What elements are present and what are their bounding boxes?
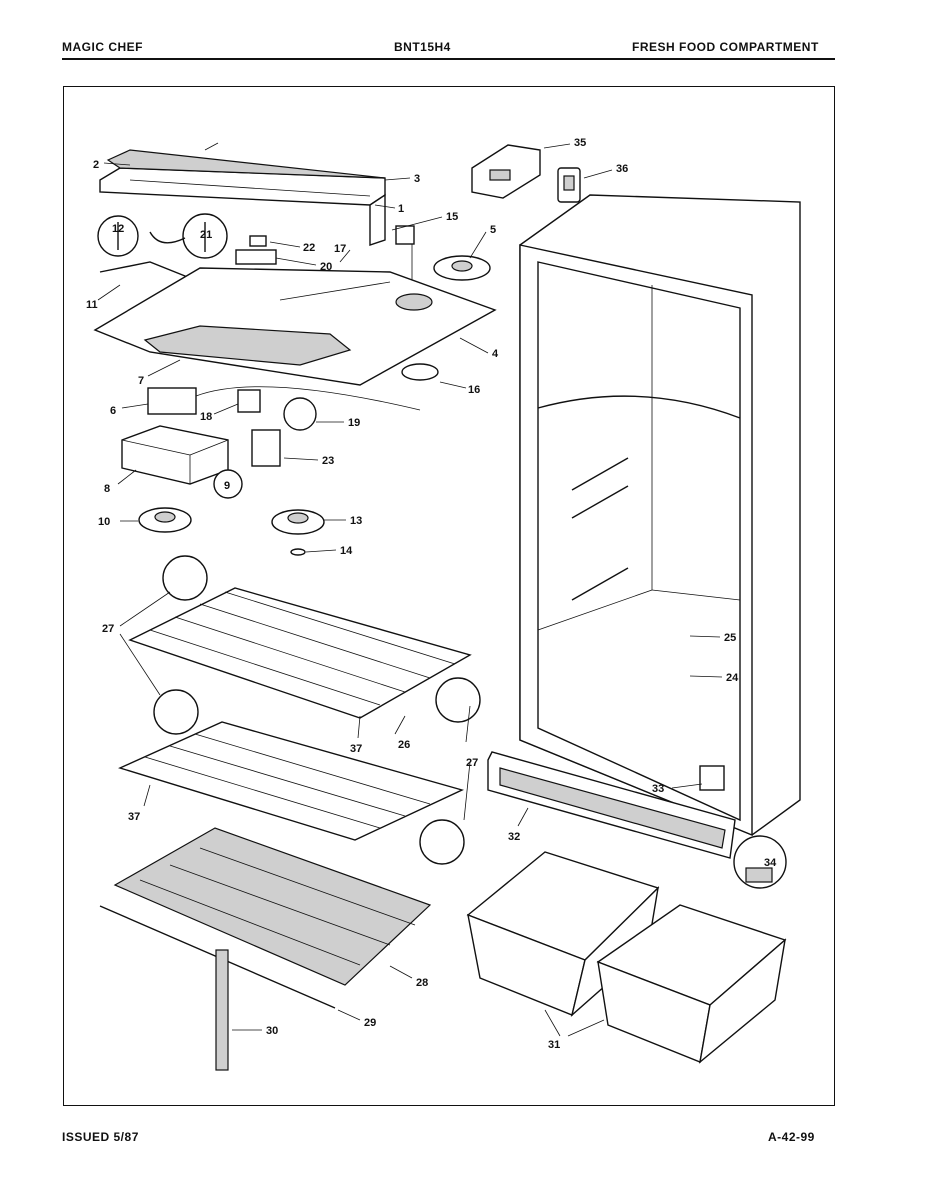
callout-28: 28: [416, 977, 428, 989]
callout-32: 32: [508, 831, 520, 843]
callout-7: 7: [138, 375, 144, 387]
clip-part-20: [235, 249, 277, 265]
cover-part-16: [401, 363, 439, 381]
callout-31: 31: [548, 1039, 560, 1051]
callout-33: 33: [652, 783, 664, 795]
socket-part-18: [237, 389, 261, 413]
callout-18: 18: [200, 411, 212, 423]
header-section: FRESH FOOD COMPARTMENT: [632, 40, 819, 54]
callout-35: 35: [574, 137, 586, 149]
clip-part-22: [249, 235, 267, 247]
callout-1: 1: [398, 203, 404, 215]
thermostat-part-6: [147, 387, 197, 415]
hinge-part-36: [557, 167, 581, 203]
callout-21: 21: [200, 229, 212, 241]
callout-14: 14: [340, 545, 353, 557]
callout-17: 17: [334, 243, 346, 255]
callout-16: 16: [468, 384, 480, 396]
callout-24: 24: [726, 672, 739, 684]
bracket-part-35: [471, 144, 541, 199]
bulb-part-19: [283, 397, 317, 431]
shelf-support-circle-2: [153, 689, 199, 735]
callout-22: 22: [303, 242, 315, 254]
callout-26: 26: [398, 739, 410, 751]
cabinet-liner: [519, 194, 801, 837]
callout-5: 5: [490, 224, 496, 236]
callout-34: 34: [764, 857, 777, 869]
wire-shelf-upper-part-26: [128, 587, 472, 719]
shelf-support-circle-1: [162, 555, 208, 601]
callout-13: 13: [350, 515, 362, 527]
crisper-drawer-right-part-31: [596, 904, 787, 1064]
wire-part-11: [99, 261, 201, 283]
header-brand: MAGIC CHEF: [62, 40, 143, 54]
callout-23: 23: [322, 455, 334, 467]
callout-30: 30: [266, 1025, 278, 1037]
callout-12: 12: [112, 223, 124, 235]
grille-part-32: [487, 751, 736, 859]
callout-27-right: 27: [466, 757, 478, 769]
wire-shelf-lower-part-37: [118, 721, 464, 841]
callout-25: 25: [724, 632, 736, 644]
callout-10: 10: [98, 516, 110, 528]
header-rule: [62, 58, 835, 60]
callout-36: 36: [616, 163, 628, 175]
callout-19: 19: [348, 417, 360, 429]
header-model: BNT15H4: [394, 40, 451, 54]
detail-circle-9: [213, 469, 243, 499]
callout-4: 4: [492, 348, 499, 360]
ceiling-plate-part-4: [93, 267, 497, 386]
callout-37-lower: 37: [128, 811, 140, 823]
callout-2: 2: [93, 159, 99, 171]
callout-6: 6: [110, 405, 116, 417]
shelf-support-circle-4: [419, 819, 465, 865]
drain-tube-part-30: [215, 949, 229, 1071]
switch-part-15: [395, 225, 415, 245]
callout-11: 11: [86, 299, 98, 311]
motor-part-23: [251, 429, 281, 467]
callout-15: 15: [446, 211, 458, 223]
footer-page-code: A-42-99: [768, 1130, 815, 1144]
clip-part-33: [699, 765, 725, 791]
washer-part-14: [290, 548, 306, 556]
shelf-support-circle-3: [435, 677, 481, 723]
leader-lines: [97, 143, 723, 1037]
crisper-cover-frame-part-28: [113, 827, 432, 986]
control-housing: [99, 142, 386, 246]
callout-3: 3: [414, 173, 420, 185]
callout-37-upper: 37: [350, 743, 362, 755]
callout-29: 29: [364, 1017, 376, 1029]
callout-20: 20: [320, 261, 332, 273]
diagram-frame: [63, 86, 835, 1106]
control-box-part-8: [121, 425, 229, 485]
callout-27-left: 27: [102, 623, 114, 635]
callout-9: 9: [224, 480, 230, 492]
callout-8: 8: [104, 483, 110, 495]
footer-issued: ISSUED 5/87: [62, 1130, 139, 1144]
